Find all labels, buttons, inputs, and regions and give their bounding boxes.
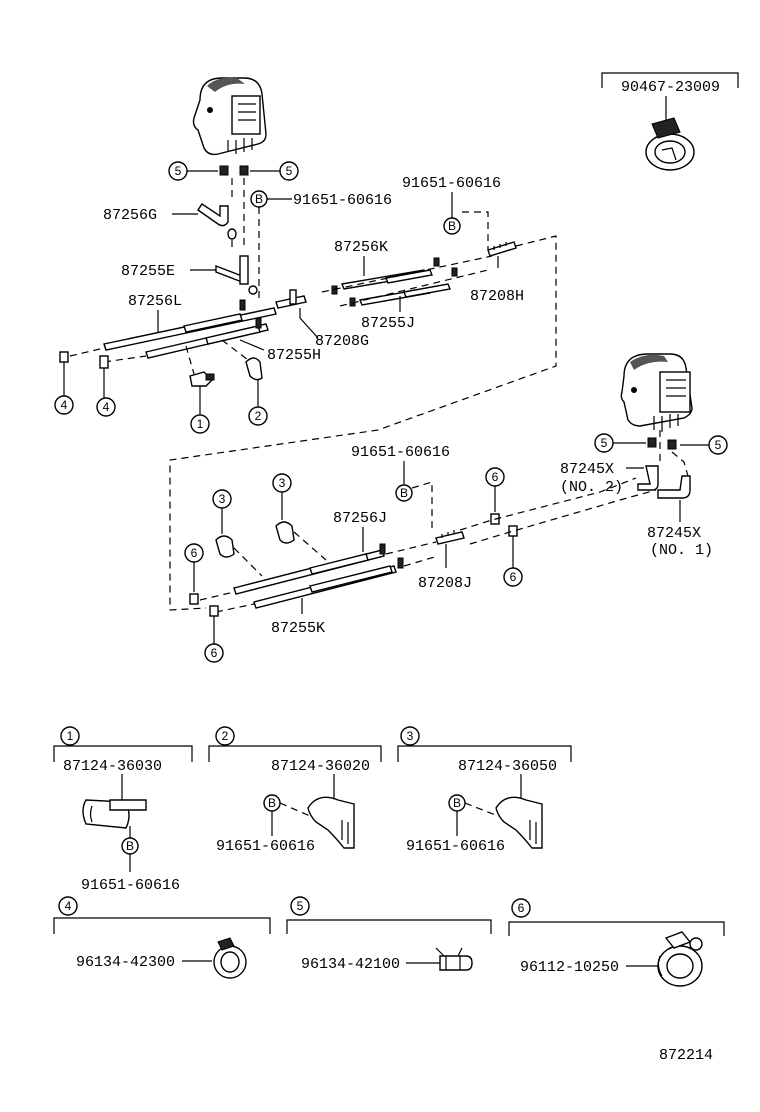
callout-6-lower-mid: 6	[204, 605, 224, 663]
bracket-3-left-icon: 3	[212, 489, 263, 577]
legend-group-5: 5 96134-42100	[286, 896, 492, 973]
svg-text:6: 6	[518, 901, 525, 915]
part-label-87208G: 87208G	[315, 333, 369, 350]
callout-6-lower-left: 6	[184, 543, 204, 605]
connector-87208J-icon	[435, 530, 465, 568]
part-label-87245X-no1: 87245X	[647, 525, 701, 542]
legend-3-bolt: 91651-60616	[406, 838, 505, 855]
part-label-87255H: 87255H	[267, 347, 321, 364]
legend-2-bolt: 91651-60616	[216, 838, 315, 855]
callout-b-upper: B 91651-60616	[250, 190, 392, 300]
legend-group-4: 4 96134-42300	[53, 896, 271, 979]
part-label-91651-a: 91651-60616	[293, 192, 392, 209]
svg-text:6: 6	[191, 546, 198, 560]
part-label-87245X-no2-note: (NO. 2)	[560, 479, 623, 496]
hose-set-lower-icon	[199, 541, 439, 613]
callout-6-mid-right: 6	[503, 525, 523, 587]
svg-text:3: 3	[219, 492, 226, 506]
svg-text:5: 5	[297, 899, 304, 913]
part-label-91651-b: 91651-60616	[402, 175, 501, 192]
svg-text:B: B	[448, 219, 456, 233]
part-label-87256J: 87256J	[333, 510, 387, 527]
part-label-90467: 90467-23009	[621, 79, 720, 96]
svg-text:6: 6	[510, 570, 517, 584]
svg-text:2: 2	[255, 409, 262, 423]
bracket-3-right-icon: 3	[272, 473, 327, 561]
bracket-1-icon: 1	[185, 345, 215, 434]
callout-6-upper: 6	[485, 467, 505, 525]
part-label-87255J: 87255J	[361, 315, 415, 332]
part-label-87208H: 87208H	[470, 288, 524, 305]
callout-5-lower-right: 5	[667, 435, 728, 455]
clamp-96112-10250-icon	[657, 931, 703, 987]
diagram-id: 872214	[659, 1047, 713, 1064]
hose-87255E-icon	[215, 264, 243, 284]
part-label-87208J: 87208J	[418, 575, 472, 592]
svg-text:6: 6	[492, 470, 499, 484]
svg-text:2: 2	[222, 729, 229, 743]
legend-3-part: 87124-36050	[458, 758, 557, 775]
legend-group-6: 6 96112-10250	[508, 898, 725, 987]
svg-text:B: B	[126, 839, 134, 853]
clamp-96134-42300-icon	[213, 937, 247, 979]
svg-text:B: B	[268, 796, 276, 810]
svg-text:4: 4	[61, 398, 68, 412]
svg-text:4: 4	[103, 400, 110, 414]
legend-group-1: 1 87124-36030 B 91651-60616	[53, 726, 193, 894]
svg-text:5: 5	[601, 436, 608, 450]
actuator-upper-icon	[192, 77, 267, 156]
hose-87245X-no1-icon	[657, 475, 691, 499]
bracket-2-icon: 2	[221, 339, 268, 426]
legend-6-part: 96112-10250	[520, 959, 619, 976]
svg-text:3: 3	[279, 476, 286, 490]
part-label-87255K: 87255K	[271, 620, 325, 637]
legend-1-bolt: 91651-60616	[81, 877, 180, 894]
svg-text:5: 5	[175, 164, 182, 178]
callout-b-upper-right: B	[443, 217, 461, 235]
svg-text:3: 3	[407, 729, 414, 743]
bracket-87124-36020-icon	[307, 796, 355, 849]
svg-text:4: 4	[65, 899, 72, 913]
legend-1-part: 87124-36030	[63, 758, 162, 775]
part-label-91651-c: 91651-60616	[351, 444, 450, 461]
svg-text:1: 1	[197, 417, 204, 431]
clip-90467-group: 90467-23009	[601, 72, 739, 171]
part-label-87256G: 87256G	[103, 207, 157, 224]
clip-4-right-icon: 4	[96, 355, 116, 417]
svg-text:1: 1	[67, 729, 74, 743]
part-label-87245X-no1-note: (NO. 1)	[650, 542, 713, 559]
svg-text:B: B	[453, 796, 461, 810]
hose-set-upper-icon	[69, 255, 493, 363]
svg-text:6: 6	[211, 646, 218, 660]
bracket-87124-36030-icon	[82, 799, 147, 829]
part-label-87245X-no2: 87245X	[560, 461, 614, 478]
legend-5-part: 96134-42100	[301, 956, 400, 973]
callout-b-middle: B	[395, 484, 413, 502]
callout-5-lower-left: 5	[594, 433, 657, 453]
svg-text:B: B	[255, 192, 263, 206]
hose-87245X-no2-icon	[637, 465, 659, 491]
part-label-87256L: 87256L	[128, 293, 182, 310]
svg-text:5: 5	[286, 164, 293, 178]
clip-96134-42100-icon	[435, 947, 473, 971]
hose-clamp-icon	[645, 117, 695, 171]
part-label-87256K: 87256K	[334, 239, 388, 256]
legend-4-part: 96134-42300	[76, 954, 175, 971]
bracket-87124-36050-icon	[495, 796, 543, 849]
callout-5-upper-right: 5	[239, 161, 299, 181]
legend-group-2: 2 87124-36020 B 91651-60616	[208, 726, 382, 855]
hose-87256G-icon	[197, 203, 229, 227]
legend-group-3: 3 87124-36050 B 91651-60616	[397, 726, 572, 855]
clip-4-left-icon: 4	[54, 351, 74, 415]
callout-5-upper-left: 5	[168, 161, 229, 181]
legend-2-part: 87124-36020	[271, 758, 370, 775]
svg-text:5: 5	[715, 438, 722, 452]
actuator-lower-icon	[620, 353, 693, 432]
connector-87208H-icon	[487, 241, 517, 268]
svg-text:B: B	[400, 486, 408, 500]
part-label-87255E: 87255E	[121, 263, 175, 280]
